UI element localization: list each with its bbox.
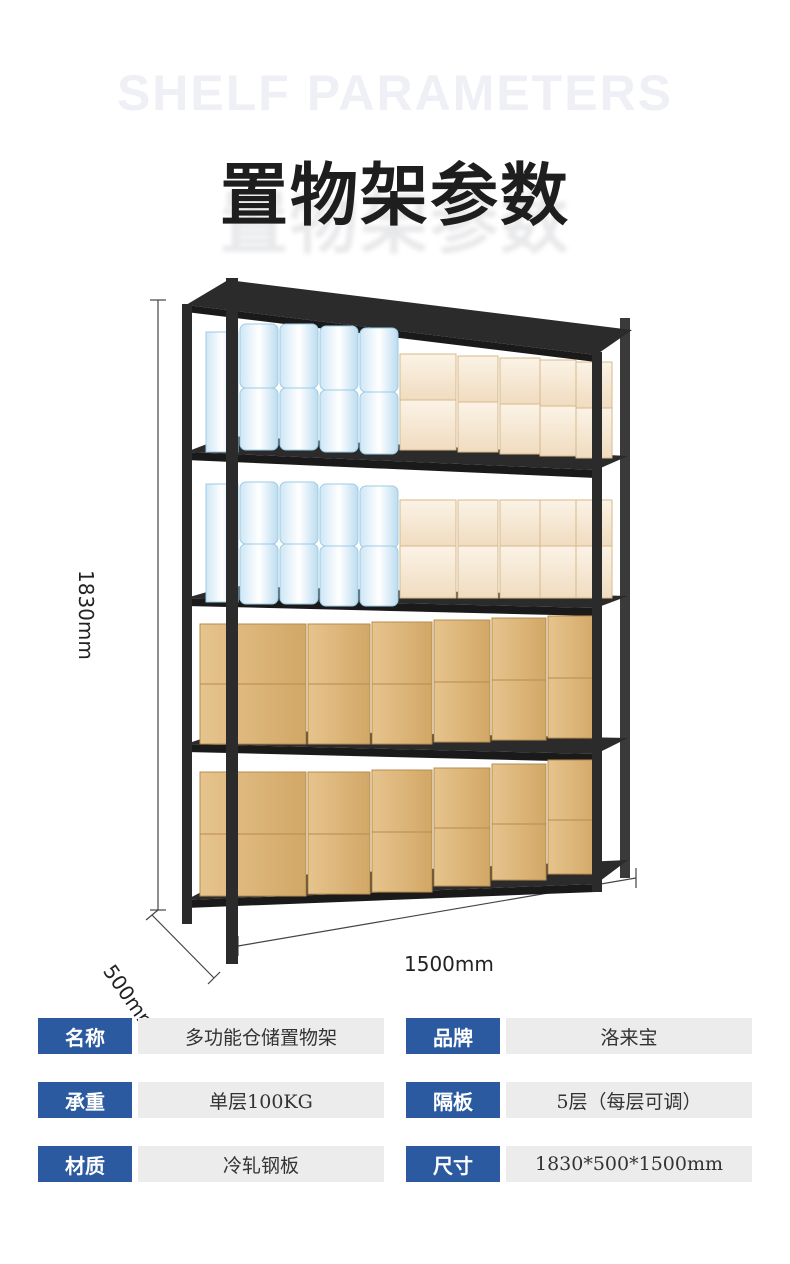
height-dimension-label: 1830mm	[74, 570, 98, 660]
param-key: 隔板	[406, 1082, 500, 1118]
shelf-illustration	[145, 278, 637, 985]
page-title: 置物架参数	[219, 157, 570, 236]
param-value: 多功能仓储置物架	[138, 1018, 384, 1054]
param-shelves: 隔板 5层（每层可调）	[406, 1082, 752, 1118]
width-dimension-label: 1500mm	[404, 952, 494, 976]
param-value: 冷轧钢板	[138, 1146, 384, 1182]
shelf-frame-front	[182, 278, 602, 964]
param-size: 尺寸 1830*500*1500mm	[406, 1146, 752, 1182]
param-row: 材质 冷轧钢板 尺寸 1830*500*1500mm	[38, 1146, 752, 1182]
param-value: 洛来宝	[506, 1018, 752, 1054]
cartons-shelf-3	[199, 615, 599, 745]
param-key: 品牌	[406, 1018, 500, 1054]
param-key: 名称	[38, 1018, 132, 1054]
param-value: 单层100KG	[138, 1082, 384, 1118]
param-key: 尺寸	[406, 1146, 500, 1182]
param-value: 1830*500*1500mm	[506, 1146, 752, 1182]
param-material: 材质 冷轧钢板	[38, 1146, 384, 1182]
param-key: 材质	[38, 1146, 132, 1182]
param-brand: 品牌 洛来宝	[406, 1018, 752, 1054]
toilet-roll-packs-1	[205, 323, 399, 455]
nepia-boxes-2	[399, 499, 613, 599]
toilet-roll-packs-2	[205, 481, 399, 607]
param-key: 承重	[38, 1082, 132, 1118]
param-value: 5层（每层可调）	[506, 1082, 752, 1118]
shelf-frame-back	[620, 318, 630, 878]
dimension-lines	[145, 299, 637, 985]
param-name: 名称 多功能仓储置物架	[38, 1018, 384, 1054]
param-load: 承重 单层100KG	[38, 1082, 384, 1118]
subtitle-english: SHELF PARAMETERS	[116, 65, 674, 121]
title-reflection: 置物架参数	[219, 185, 570, 264]
cartons-shelf-4	[199, 759, 599, 897]
param-row: 名称 多功能仓储置物架 品牌 洛来宝	[38, 1018, 752, 1054]
nepia-boxes-1	[399, 353, 613, 459]
param-row: 承重 单层100KG 隔板 5层（每层可调）	[38, 1082, 752, 1118]
